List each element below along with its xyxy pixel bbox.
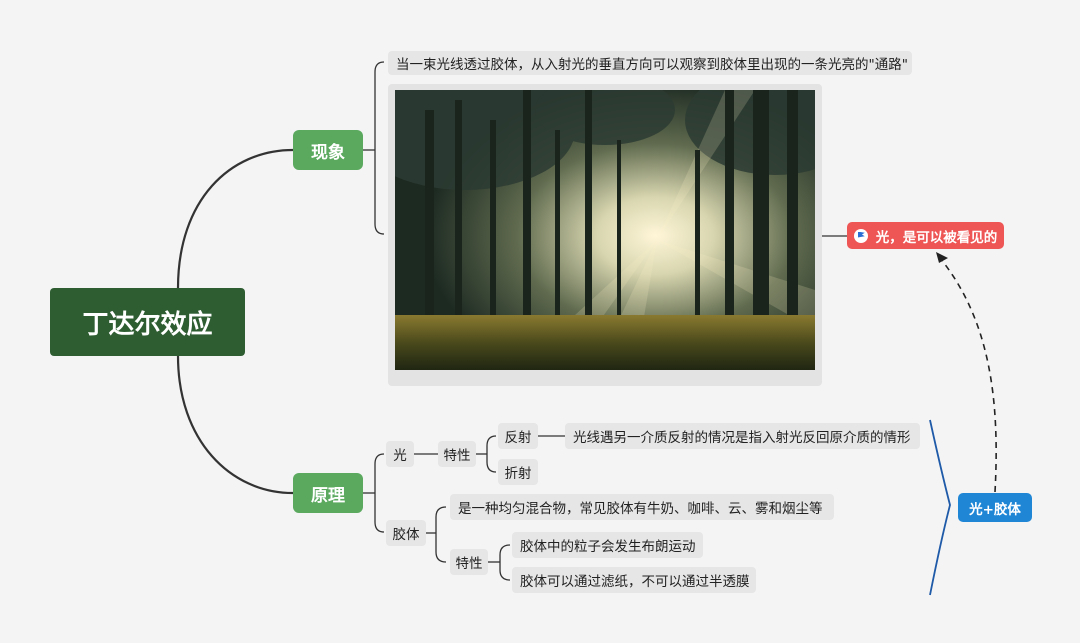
light-node[interactable]: 光 — [386, 441, 414, 467]
colloid-property-item[interactable]: 胶体中的粒子会发生布朗运动 — [512, 532, 703, 558]
phenomenon-node[interactable]: 现象 — [293, 130, 363, 170]
link-root-phenomenon — [176, 148, 294, 289]
colloid-node[interactable]: 胶体 — [386, 520, 426, 546]
link-root-principle — [176, 355, 294, 495]
summary-callout[interactable]: 光+胶体 — [958, 493, 1032, 522]
summary-brace — [929, 419, 951, 596]
colloid-property-node[interactable]: 特性 — [450, 549, 488, 575]
conclusion-callout[interactable]: 光，是可以被看见的 — [847, 222, 1004, 249]
refraction-node[interactable]: 折射 — [498, 459, 538, 485]
conclusion-label: 光，是可以被看见的 — [875, 229, 998, 246]
root-node[interactable]: 丁达尔效应 — [50, 288, 245, 356]
reflection-node[interactable]: 反射 — [498, 423, 538, 449]
arrow-head-icon — [936, 252, 948, 263]
colloid-definition[interactable]: 是一种均匀混合物，常见胶体有牛奶、咖啡、云、雾和烟尘等 — [450, 494, 834, 520]
flag-icon — [853, 228, 868, 243]
forest-sunbeams-photo[interactable] — [395, 90, 815, 370]
dashed-arrow — [939, 257, 997, 493]
colloid-property-item[interactable]: 胶体可以通过滤纸，不可以通过半透膜 — [512, 567, 756, 593]
principle-node[interactable]: 原理 — [293, 473, 363, 513]
reflection-description[interactable]: 光线遇另一介质反射的情况是指入射光反回原介质的情形 — [565, 423, 920, 449]
light-property-node[interactable]: 特性 — [438, 441, 476, 467]
phenomenon-description[interactable]: 当一束光线透过胶体，从入射光的垂直方向可以观察到胶体里出现的一条光亮的"通路" — [388, 51, 912, 75]
